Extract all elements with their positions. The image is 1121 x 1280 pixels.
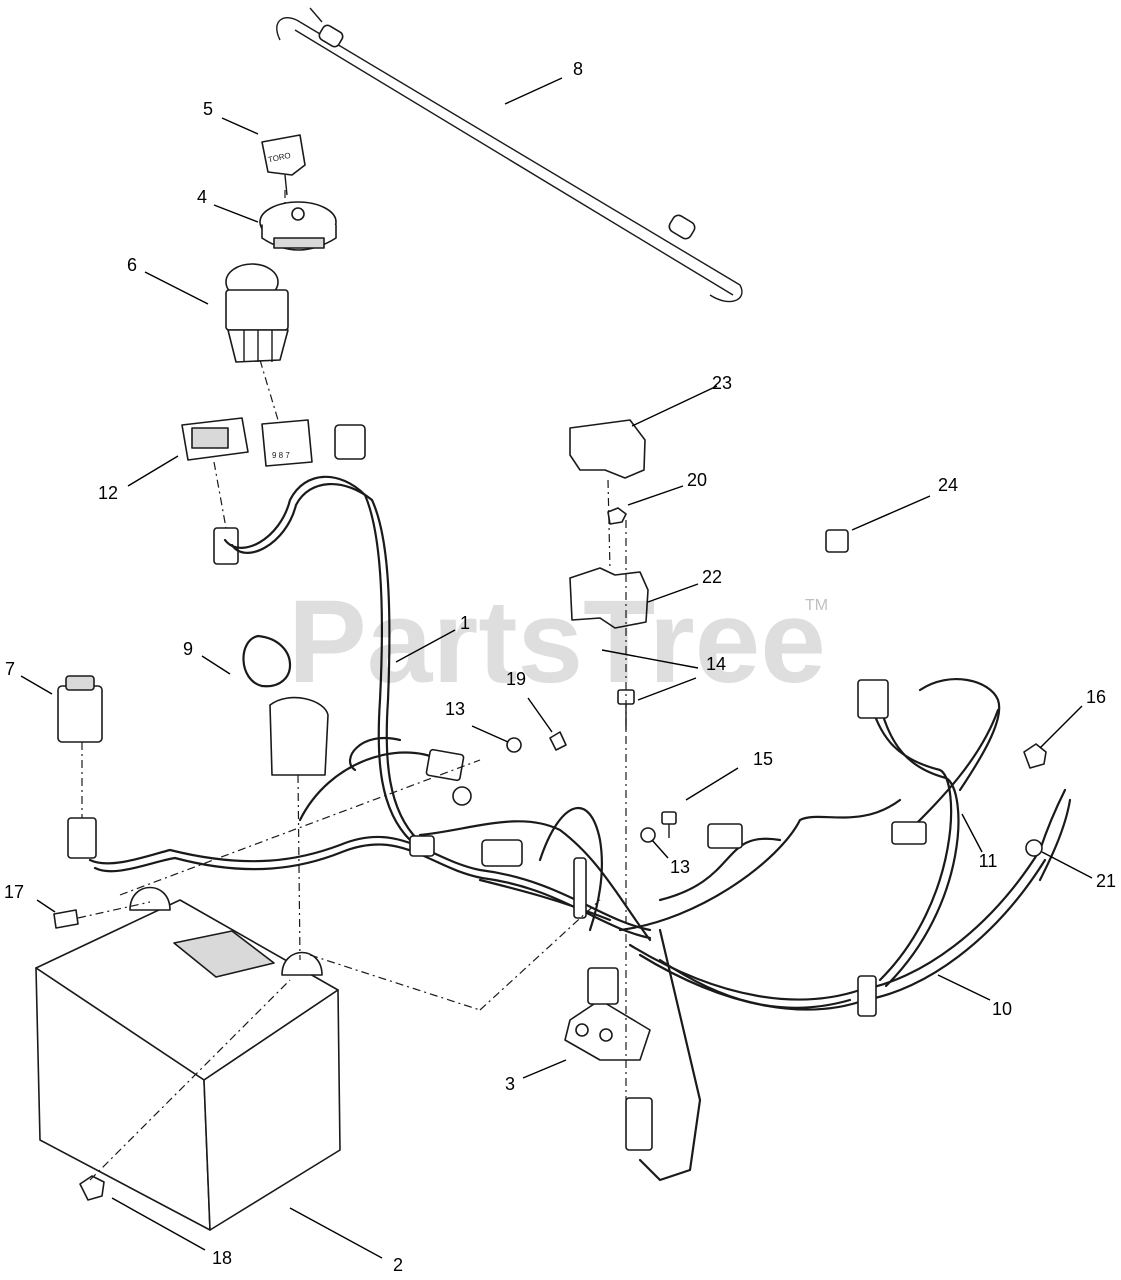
callout-12: 12 (98, 483, 118, 503)
relay-pin-stamp: 9 8 7 (272, 451, 290, 460)
part-23-cover (569, 419, 646, 479)
part-13-washers (506, 737, 656, 843)
callout-18: 18 (212, 1248, 232, 1268)
callout-13a: 13 (445, 699, 465, 719)
part-11-cable (908, 678, 1072, 882)
callout-17: 17 (4, 882, 24, 902)
part-3-solenoid (564, 967, 653, 1151)
part-12-hour-meter: 9 8 7 (181, 417, 366, 565)
callout-15: 15 (753, 749, 773, 769)
part-22-holder (569, 567, 649, 629)
callout-8: 8 (573, 59, 583, 79)
callout-2: 2 (393, 1255, 403, 1275)
part-9-terminal-cover (242, 634, 329, 776)
harness-connectors (409, 679, 927, 1017)
callout-7: 7 (5, 659, 15, 679)
part-10-wire-harness (618, 698, 1067, 1182)
callout-6: 6 (127, 255, 137, 275)
callout-leaders (20, 77, 1093, 1259)
part-2-battery (35, 886, 341, 1231)
callout-21: 21 (1096, 871, 1116, 891)
callout-13b: 13 (670, 857, 690, 877)
part-7-seat-switch (57, 675, 103, 859)
part-24-connector (825, 529, 849, 553)
part-19-wing-nut (549, 731, 567, 751)
callout-19: 19 (506, 669, 526, 689)
callout-9: 9 (183, 639, 193, 659)
part-16-bolt (1023, 743, 1047, 769)
part-21-nut (1025, 839, 1043, 857)
part-8-rod (276, 7, 743, 303)
part-6-pto-switch (225, 263, 289, 363)
part-20-nut (607, 507, 627, 525)
part-18-nut (79, 1175, 105, 1201)
callout-22: 22 (702, 567, 722, 587)
part-15-screw (661, 811, 677, 838)
callout-20: 20 (687, 470, 707, 490)
part-4-ignition-switch (259, 201, 337, 251)
watermark-brand: PartsTree (288, 576, 826, 708)
part-5-key: TORO (261, 134, 306, 196)
callout-14: 14 (706, 654, 726, 674)
part-1-wire-harness (88, 475, 652, 942)
callout-3: 3 (505, 1074, 515, 1094)
part-17-bolt (53, 909, 79, 929)
callout-24: 24 (938, 475, 958, 495)
callout-4: 4 (197, 187, 207, 207)
part-14-bolt (617, 689, 635, 730)
callout-23: 23 (712, 373, 732, 393)
callout-11: 11 (979, 851, 998, 871)
callout-10: 10 (992, 999, 1012, 1019)
callout-1: 1 (460, 613, 470, 633)
callout-16: 16 (1086, 687, 1106, 707)
alignment-lines (77, 190, 627, 1181)
callout-5: 5 (203, 99, 213, 119)
callout-labels: 1 2 3 4 5 6 7 8 9 10 11 12 13 13 14 15 1… (4, 59, 1116, 1275)
watermark-trademark: TM (805, 597, 828, 614)
